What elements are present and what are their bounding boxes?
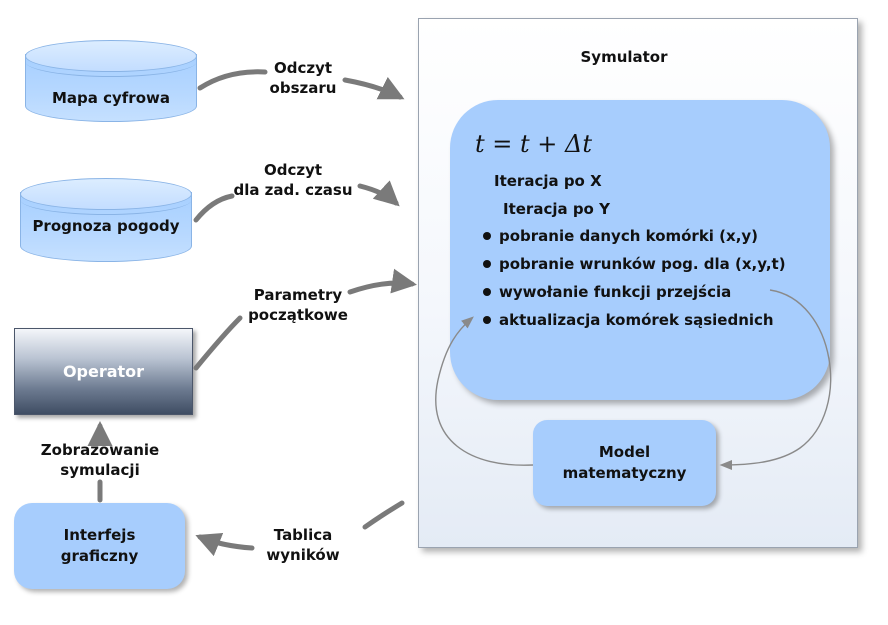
simulation-loop-box xyxy=(450,100,830,400)
step-transition: wywołanie funkcji przejścia xyxy=(483,283,731,301)
arrow-results-table xyxy=(200,500,405,548)
step-fetch-weather: pobranie wrunków pog. dla (x,y,t) xyxy=(483,255,786,273)
label-initial-params: Parametry początkowe xyxy=(248,286,348,324)
digital-map-database: Mapa cyfrowa xyxy=(25,40,197,122)
loop-arrow-from-model xyxy=(435,316,534,466)
operator-box: Operator xyxy=(14,328,193,415)
math-model-box: Model matematyczny xyxy=(533,420,716,506)
gui-box: Interfejs graficzny xyxy=(14,503,185,589)
label-read-area: Odczyt obszaru xyxy=(269,59,337,97)
iteration-x: Iteracja po X xyxy=(494,172,602,190)
bullet-icon xyxy=(483,231,491,240)
bullet-icon xyxy=(483,315,491,324)
bullet-icon xyxy=(483,259,491,268)
digital-map-label: Mapa cyfrowa xyxy=(51,89,170,107)
step-update-neighbors: aktualizacja komórek sąsiednich xyxy=(483,311,774,329)
step-fetch-cell: pobranie danych komórki (x,y) xyxy=(483,227,758,245)
label-render-simulation: Zobrazowanie symulacji xyxy=(40,441,160,479)
simulator-title: Symulator xyxy=(580,48,668,66)
weather-forecast-database: Prognoza pogody xyxy=(20,178,192,262)
weather-forecast-label: Prognoza pogody xyxy=(32,217,180,235)
arrow-read-time xyxy=(193,186,396,220)
arrow-initial-params xyxy=(193,283,412,371)
bullet-icon xyxy=(483,287,491,296)
label-results-table: Tablica wyników xyxy=(266,526,340,564)
arrow-read-area xyxy=(197,69,400,97)
label-read-time: Odczyt dla zad. czasu xyxy=(233,161,353,199)
iteration-y: Iteracja po Y xyxy=(503,200,610,218)
time-step-formula: t = t + Δt xyxy=(475,130,592,158)
loop-arrow-to-model xyxy=(719,289,832,471)
